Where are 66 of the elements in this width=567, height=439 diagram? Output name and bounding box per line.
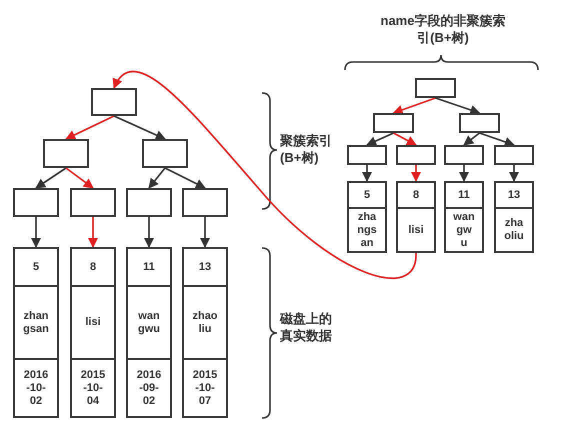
record-box xyxy=(13,247,59,418)
arrow xyxy=(113,70,417,279)
record-field: zha oliu xyxy=(502,217,526,243)
arrow xyxy=(366,132,394,146)
arrow xyxy=(200,217,210,248)
arrow xyxy=(435,97,480,115)
arrow xyxy=(114,115,166,140)
record-box xyxy=(70,247,116,418)
arrow xyxy=(35,167,66,189)
record-field: lisi xyxy=(404,224,428,236)
record-field: wan gw u xyxy=(452,210,476,250)
arrow xyxy=(144,217,154,248)
record-field: 8 xyxy=(78,260,108,274)
section-label: name字段的非聚簇索引(B+树) xyxy=(380,12,506,46)
index-box xyxy=(459,113,500,133)
index-box xyxy=(347,145,387,165)
index-box xyxy=(142,139,188,168)
record-field: 2015 -10- 07 xyxy=(190,368,220,408)
arrow xyxy=(148,167,166,189)
record-box xyxy=(494,181,534,253)
record-field: 11 xyxy=(452,188,476,202)
record-field: wan gwu xyxy=(134,310,164,336)
record-field: 2016 -10- 02 xyxy=(21,368,51,408)
arrow xyxy=(410,165,422,182)
index-box xyxy=(91,88,137,116)
record-field: zhao liu xyxy=(190,310,220,336)
index-box xyxy=(494,145,534,165)
arrow xyxy=(479,132,515,147)
arrow xyxy=(393,132,417,146)
record-box xyxy=(347,181,387,253)
record-field: 13 xyxy=(190,260,220,274)
arrow xyxy=(362,165,372,182)
record-box xyxy=(126,247,172,418)
index-box xyxy=(13,188,59,217)
arrow xyxy=(463,132,480,146)
record-field: 5 xyxy=(21,260,51,274)
record-field: 2015 -10- 04 xyxy=(78,368,108,408)
arrow xyxy=(508,165,520,182)
arrow xyxy=(65,115,114,140)
record-field: 5 xyxy=(355,188,379,202)
record-field: 2016 -09- 02 xyxy=(134,368,164,408)
arrow xyxy=(30,217,42,248)
section-label: 磁盘上的真实数据 xyxy=(280,310,333,344)
arrow xyxy=(66,167,94,189)
record-box xyxy=(182,247,228,418)
record-field: 11 xyxy=(134,260,164,274)
record-box xyxy=(444,181,484,253)
index-box xyxy=(444,145,484,165)
index-box xyxy=(70,188,116,217)
index-box xyxy=(43,139,89,168)
record-field: zhan gsan xyxy=(21,310,51,336)
arrow xyxy=(458,165,470,182)
record-field: 13 xyxy=(502,188,526,202)
arrow xyxy=(392,97,436,115)
index-box xyxy=(396,145,436,165)
index-box xyxy=(182,188,228,217)
arrow xyxy=(164,167,206,189)
record-field: zha ngs an xyxy=(355,210,379,250)
arrow xyxy=(88,217,98,248)
record-field: 8 xyxy=(404,188,428,202)
record-field: lisi xyxy=(78,316,108,329)
section-label: 聚簇索引(B+树) xyxy=(280,132,333,166)
index-box xyxy=(373,113,414,133)
record-box xyxy=(396,181,436,253)
index-box xyxy=(415,78,456,98)
index-box xyxy=(126,188,172,217)
